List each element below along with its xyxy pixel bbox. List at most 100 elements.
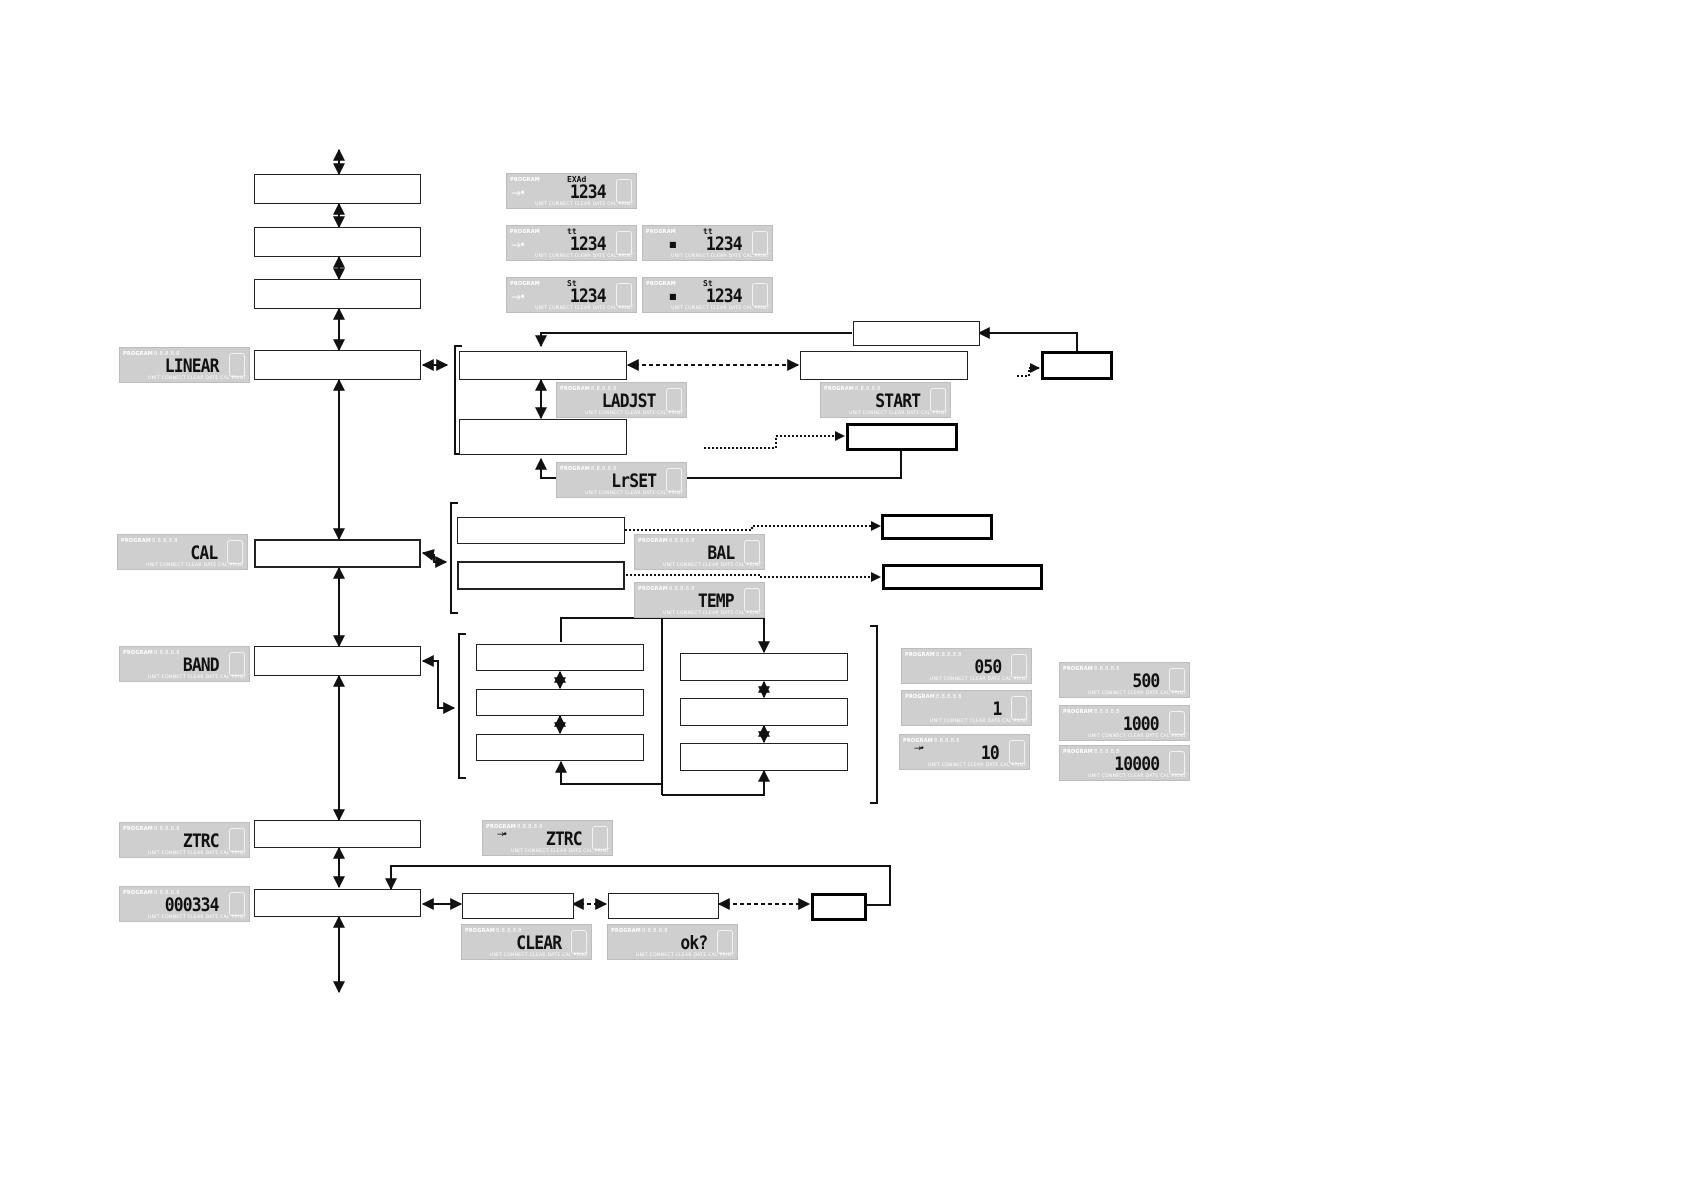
printer-icon	[227, 540, 243, 564]
lcd-tag: EXAd	[567, 175, 587, 184]
lcd-program-label: PROGRAM	[638, 538, 668, 544]
lcd-units-row: UNIT CONNECT CLEAR DATE CAL PRINT	[585, 411, 684, 416]
lcd-units-row: UNIT CONNECT CLEAR DATE CAL PRINT	[1088, 691, 1187, 696]
cal-temp-result-box[interactable]	[882, 564, 1043, 590]
menu-box-tt[interactable]	[254, 227, 421, 257]
printer-icon	[1169, 751, 1185, 775]
lcd-value: ZTRC	[546, 828, 583, 850]
lcd-indicator-row: 8.8.8.8.8	[936, 652, 962, 658]
lcd-value: LADJST	[602, 390, 657, 412]
counter-done-box[interactable]	[811, 893, 867, 921]
printer-icon	[1009, 740, 1025, 764]
lcd-units-row: UNIT CONNECT CLEAR DATE CAL PRINT	[535, 306, 634, 311]
menu-box-linear[interactable]	[254, 350, 421, 380]
lcd-temp: PROGRAM 8.8.8.8.8 UNIT CONNECT CLEAR DAT…	[634, 582, 765, 618]
lcd-program-label: PROGRAM	[1063, 666, 1093, 672]
printer-icon	[930, 388, 946, 412]
lcd-units-row: UNIT CONNECT CLEAR DATE CAL PRINT	[511, 849, 610, 854]
menu-box-counter[interactable]	[254, 889, 421, 917]
lcd-program-label: PROGRAM	[465, 928, 495, 934]
lcd-indicator-row: 8.8.8.8.8	[154, 826, 180, 832]
lcd-clear: PROGRAM 8.8.8.8.8 UNIT CONNECT CLEAR DAT…	[461, 924, 592, 960]
lcd-program-label: PROGRAM	[903, 738, 933, 744]
lcd-indicator-row: 8.8.8.8.8	[152, 538, 178, 544]
menu-box-cal[interactable]	[254, 539, 421, 568]
lcd-indicator-row: 8.8.8.8.8	[1094, 666, 1120, 672]
lcd-value: 500	[1132, 670, 1160, 692]
lcd-indicator-row: 8.8.8.8.8	[934, 738, 960, 744]
lcd-ok: PROGRAM 8.8.8.8.8 UNIT CONNECT CLEAR DAT…	[607, 924, 738, 960]
lcd-program-label: PROGRAM	[510, 177, 540, 183]
band-option-box-2[interactable]	[476, 689, 644, 716]
cal-bal-box[interactable]	[457, 517, 625, 544]
plug-icon: →•	[511, 290, 526, 304]
lcd-value: 1234	[706, 285, 743, 307]
menu-box-ztrc[interactable]	[254, 820, 421, 848]
printer-icon	[717, 930, 733, 954]
menu-box-exad[interactable]	[254, 174, 421, 204]
printer-icon	[1169, 711, 1185, 735]
linear-start-box[interactable]	[800, 351, 968, 380]
counter-clear-box[interactable]	[462, 893, 574, 919]
printer-icon	[666, 388, 682, 412]
lcd-indicator-row: 8.8.8.8.8	[591, 386, 617, 392]
band-option-box-6[interactable]	[680, 743, 848, 771]
lcd-exad: PROGRAM →• EXAd UNIT CONNECT CLEAR DATE …	[506, 173, 637, 209]
lcd-program-label: PROGRAM	[560, 386, 590, 392]
lcd-value: 1234	[570, 233, 607, 255]
printer-icon	[752, 231, 768, 255]
band-option-box-4[interactable]	[680, 653, 848, 681]
lcd-050: PROGRAM 8.8.8.8.8 UNIT CONNECT CLEAR DAT…	[901, 648, 1032, 684]
minus-icon: ■	[669, 240, 676, 249]
lcd-program-label: PROGRAM	[1063, 709, 1093, 715]
band-option-box-1[interactable]	[476, 644, 644, 671]
linear-adjust-box[interactable]	[459, 351, 627, 380]
lcd-bal: PROGRAM 8.8.8.8.8 UNIT CONNECT CLEAR DAT…	[634, 534, 765, 570]
printer-icon	[616, 283, 632, 307]
lcd-program-label: PROGRAM	[123, 351, 153, 357]
lcd-program-label: PROGRAM	[123, 826, 153, 832]
menu-box-band[interactable]	[254, 646, 421, 676]
lcd-value: LrSET	[611, 470, 657, 492]
counter-confirm-box[interactable]	[608, 893, 719, 919]
lcd-program-label: PROGRAM	[510, 281, 540, 287]
printer-icon	[592, 826, 608, 850]
lcd-value: START	[875, 390, 921, 412]
lcd-value: BAND	[183, 654, 220, 676]
lcd-value: CAL	[190, 542, 218, 564]
lcd-cal: PROGRAM 8.8.8.8.8 UNIT CONNECT CLEAR DAT…	[117, 534, 248, 570]
lcd-units-row: UNIT CONNECT CLEAR DATE CAL PRINT	[585, 491, 684, 496]
printer-icon	[571, 930, 587, 954]
lcd-lreset: PROGRAM 8.8.8.8.8 UNIT CONNECT CLEAR DAT…	[556, 462, 687, 498]
linear-reset-box[interactable]	[459, 419, 627, 455]
lcd-units-row: UNIT CONNECT CLEAR DATE CAL PRINT	[663, 563, 762, 568]
cal-bal-result-box[interactable]	[881, 514, 993, 540]
band-option-box-5[interactable]	[680, 698, 848, 726]
lcd-st-b: PROGRAM ■ St UNIT CONNECT CLEAR DATE CAL…	[642, 277, 773, 313]
lcd-value: ZTRC	[183, 830, 220, 852]
linear-reset-confirm-box[interactable]	[846, 423, 958, 451]
lcd-program-label: PROGRAM	[905, 694, 935, 700]
printer-icon	[666, 468, 682, 492]
lcd-start: PROGRAM 8.8.8.8.8 UNIT CONNECT CLEAR DAT…	[820, 382, 951, 418]
lcd-tag: St	[703, 279, 713, 288]
printer-icon	[229, 892, 245, 916]
cal-temp-box[interactable]	[457, 561, 625, 590]
band-option-box-3[interactable]	[476, 734, 644, 761]
lcd-ztrc: PROGRAM 8.8.8.8.8 UNIT CONNECT CLEAR DAT…	[119, 822, 250, 858]
lcd-indicator-row: 8.8.8.8.8	[154, 650, 180, 656]
plug-icon: →•	[497, 830, 508, 840]
linear-return-box[interactable]	[853, 321, 980, 346]
lcd-program-label: PROGRAM	[611, 928, 641, 934]
lcd-indicator-row: 8.8.8.8.8	[496, 928, 522, 934]
lcd-value: 10	[981, 742, 1000, 764]
linear-result-box[interactable]	[1041, 351, 1113, 380]
menu-box-st[interactable]	[254, 279, 421, 309]
lcd-program-label: PROGRAM	[121, 538, 151, 544]
printer-icon	[1011, 696, 1027, 720]
lcd-units-row: UNIT CONNECT CLEAR DATE CAL PRINT	[148, 915, 247, 920]
printer-icon	[1011, 654, 1027, 678]
lcd-indicator-row: 8.8.8.8.8	[669, 538, 695, 544]
lcd-value: 1	[992, 698, 1002, 720]
